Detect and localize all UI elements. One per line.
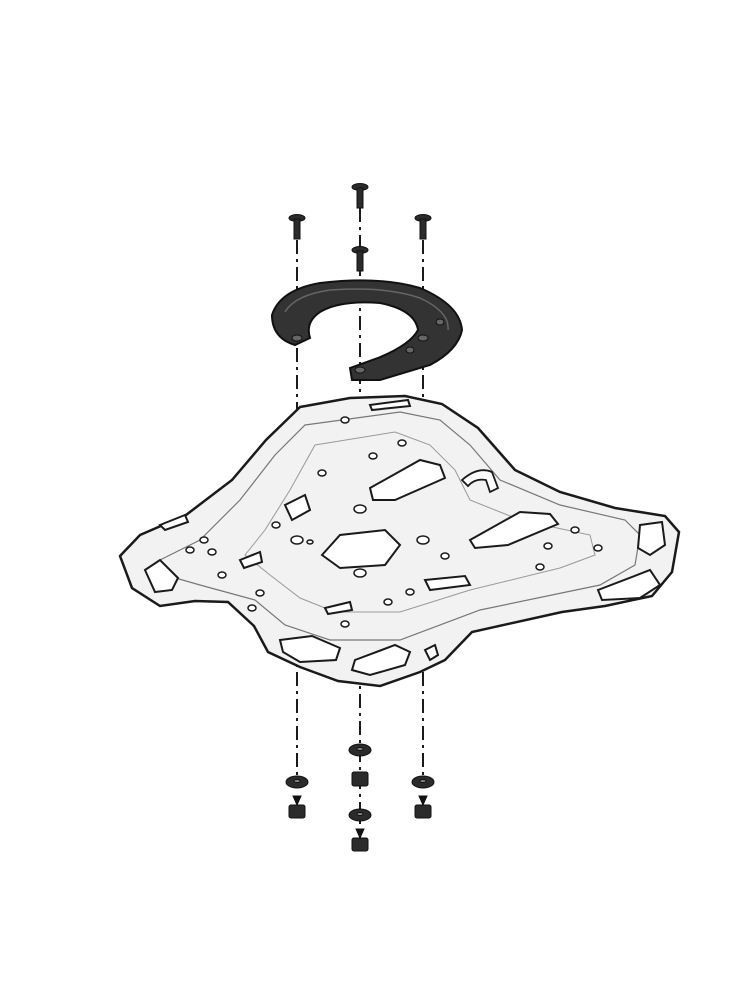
washer	[348, 808, 372, 822]
screw	[351, 246, 369, 272]
tank-ring	[270, 279, 464, 381]
brand-logo-icon	[460, 469, 500, 494]
plate-slots	[143, 398, 667, 677]
washer	[285, 775, 309, 789]
screw	[414, 214, 432, 240]
nut	[414, 795, 432, 819]
bottom-hardware	[285, 743, 435, 852]
plate-holes	[185, 416, 603, 628]
nut	[351, 771, 369, 787]
washer	[411, 775, 435, 789]
rack-plate	[118, 394, 681, 688]
screws	[288, 183, 432, 272]
washer	[348, 743, 372, 757]
nut	[351, 828, 369, 852]
screw	[351, 183, 369, 209]
nut	[288, 795, 306, 819]
screw	[288, 214, 306, 240]
